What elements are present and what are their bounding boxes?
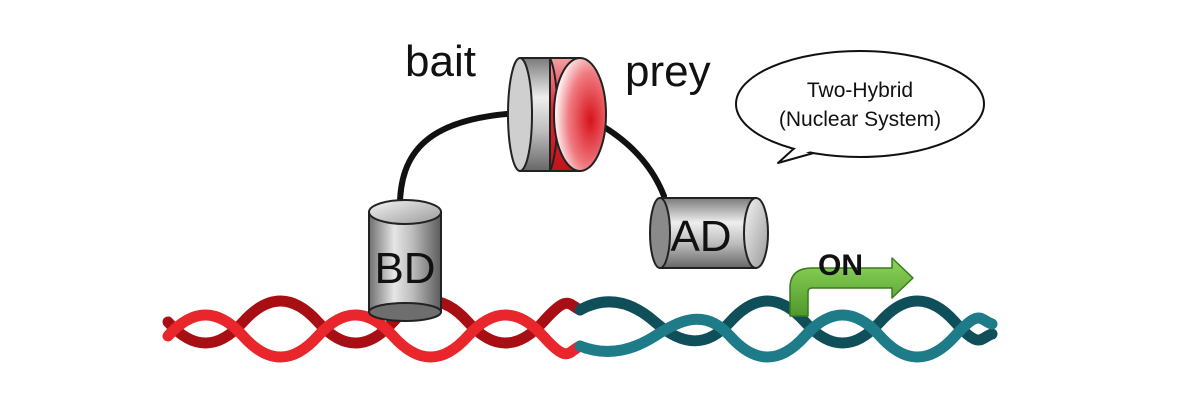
bd-label: BD: [374, 244, 435, 293]
prey-label: prey: [625, 47, 711, 96]
transcription-arrow-icon: [789, 257, 914, 317]
ad-label: AD: [670, 212, 731, 261]
bait-label: bait: [405, 37, 476, 86]
bait-prey-discs: [507, 57, 607, 172]
dna-right-segment: [574, 295, 998, 363]
bubble-title: Two-Hybrid: [807, 79, 913, 102]
bd-linker: [396, 110, 523, 215]
dna-left-segment: [162, 295, 586, 363]
speech-bubble: Two-Hybrid (Nuclear System): [735, 50, 985, 164]
bd-cylinder: BD: [368, 199, 442, 322]
ad-cylinder: AD: [649, 197, 769, 269]
dna-helix: [162, 295, 998, 363]
on-label: ON: [818, 249, 863, 282]
bubble-subtitle: (Nuclear System): [779, 108, 941, 131]
